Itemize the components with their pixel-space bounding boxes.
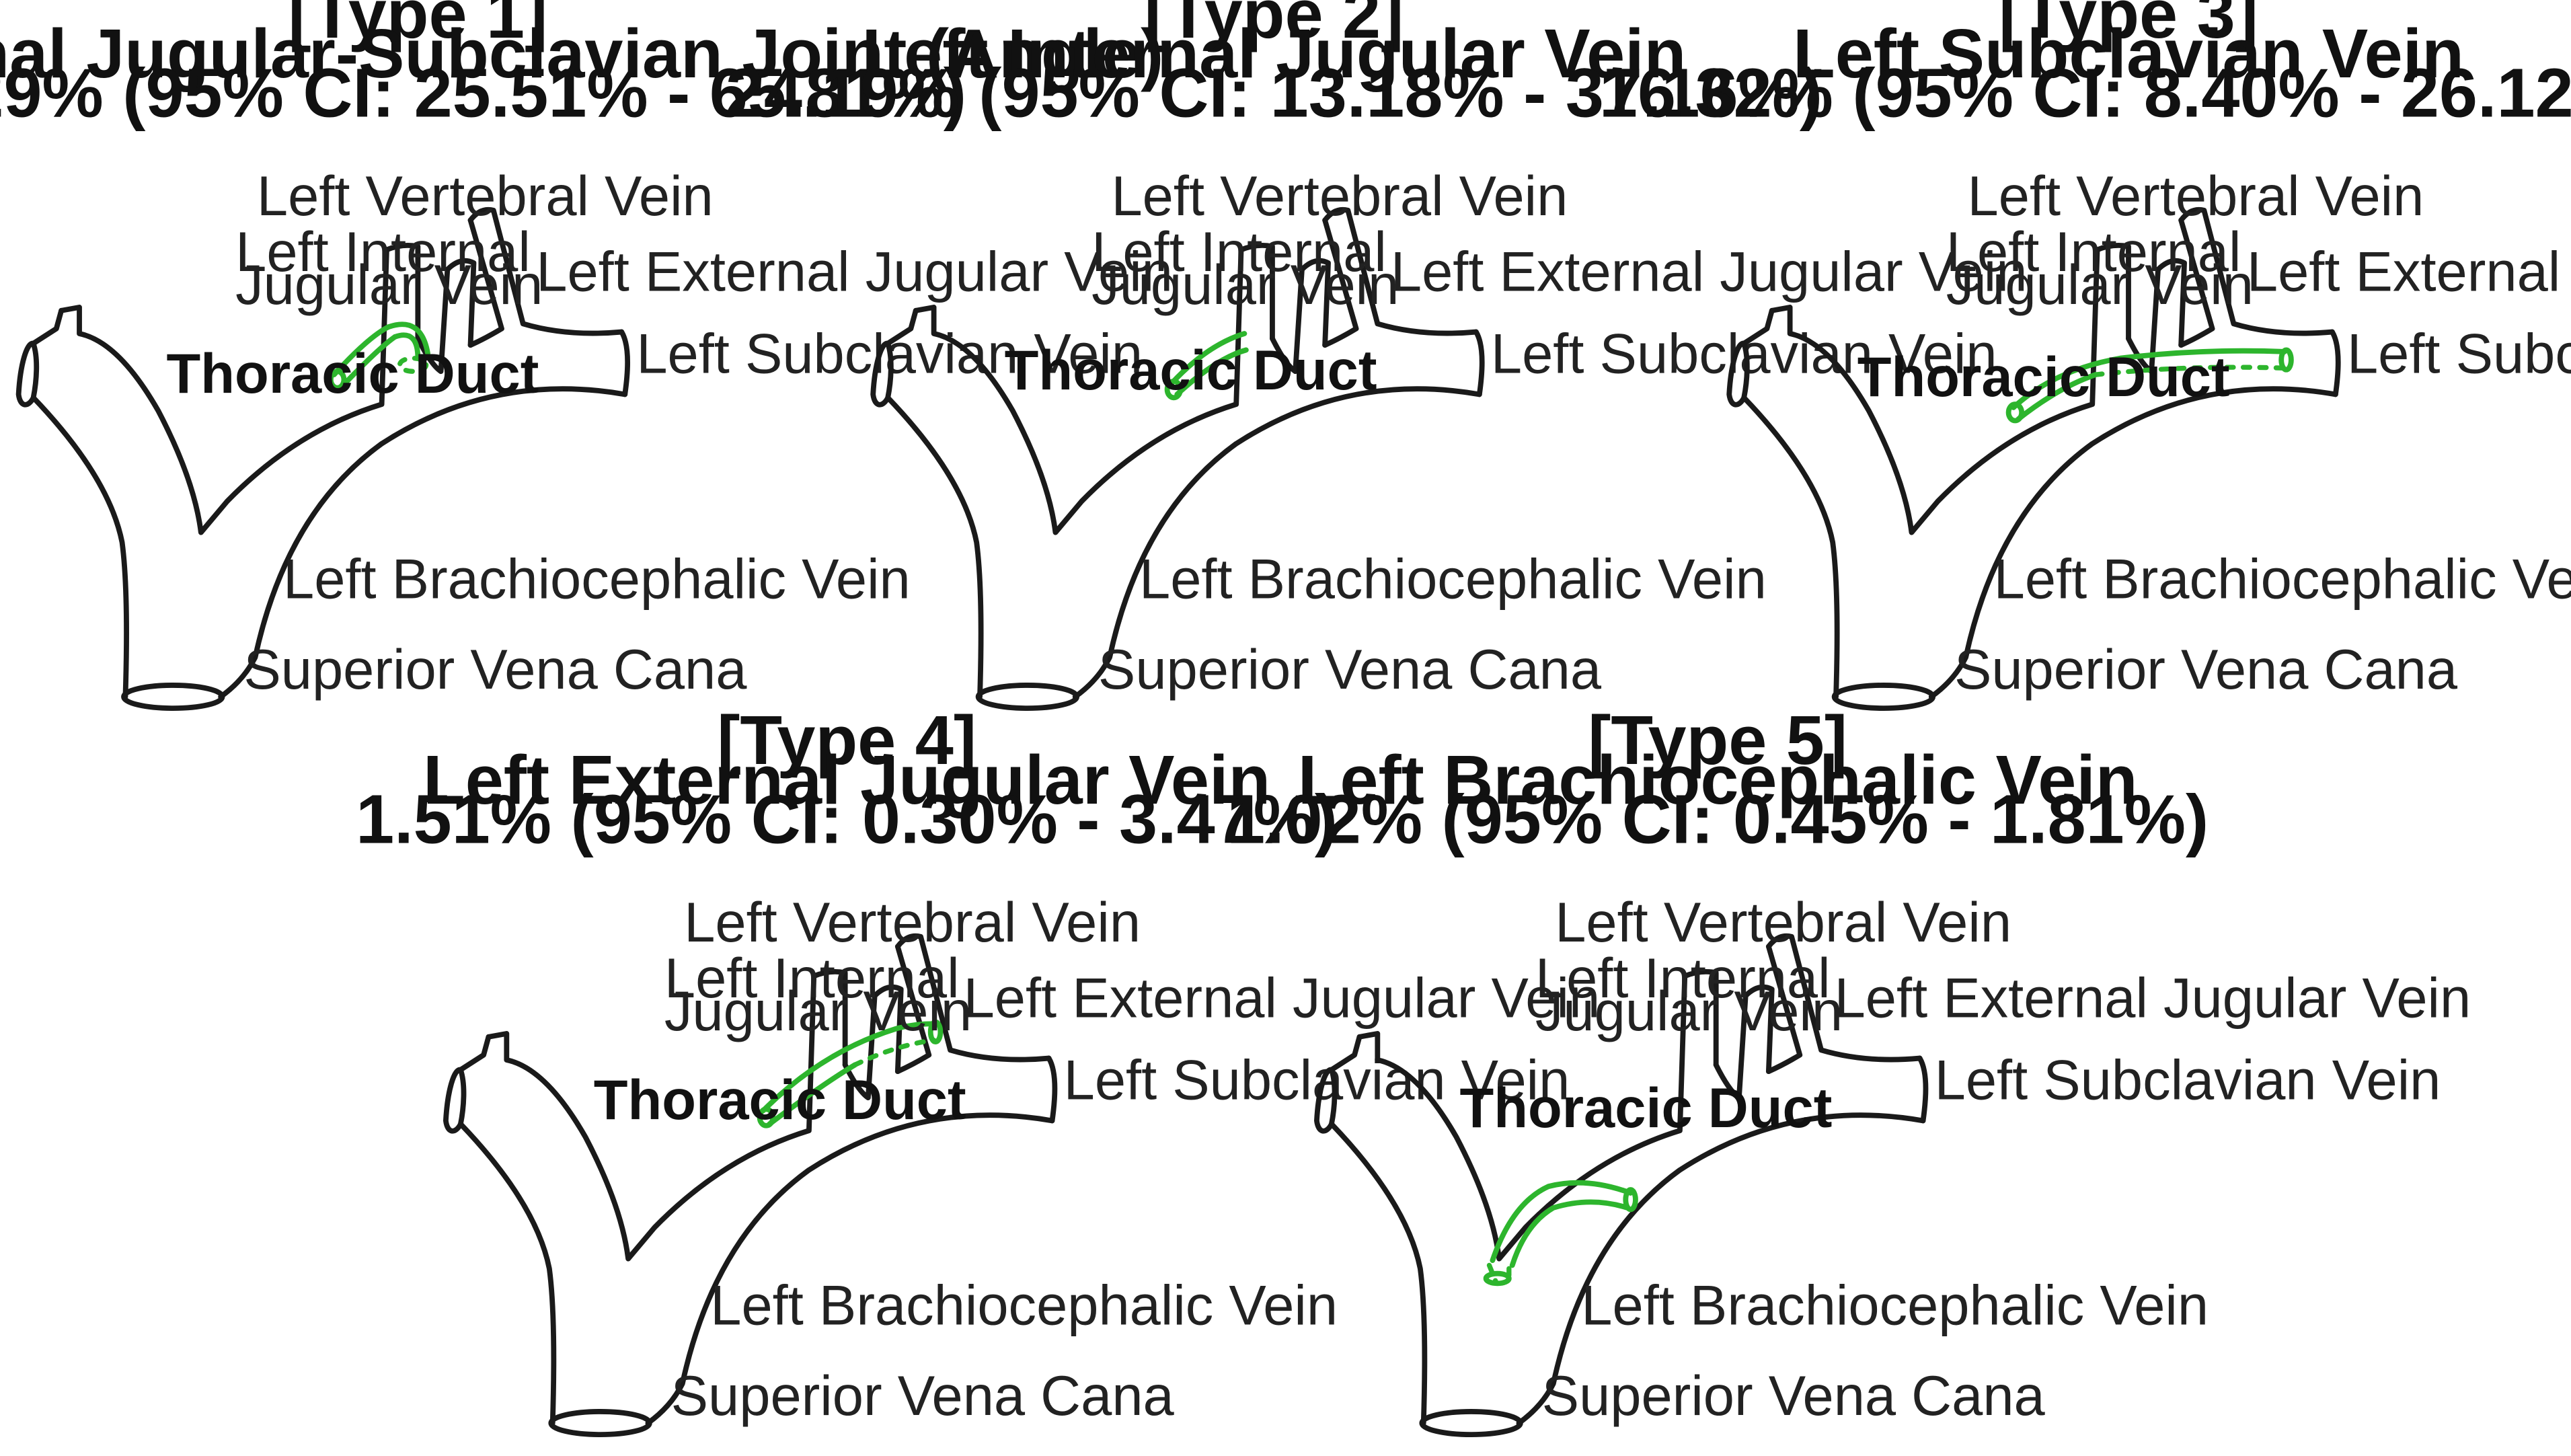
panel-type-label: [Type 1] [288,0,547,52]
label-subclavian: Left Subclavian Vein [1935,1049,2441,1112]
panel-statistic: 45.29% (95% CI: 25.51% - 65.81%) [0,54,966,131]
panel-type-label: [Type 5] [1588,701,1847,779]
panel-site-name: Left Brachiocephalic Vein [1298,741,2138,818]
panel-site-name: Left Subclavian Vein [1793,15,2464,92]
panel-type-3: [Type 3] Left Subclavian Vein 16.32% (95… [1599,0,2571,708]
panel-type-2: [Type 2] Left Internal Jugular Vein 24.1… [726,0,2028,708]
panel-type-label: [Type 2] [1144,0,1404,52]
label-vertebral: Left Vertebral Vein [257,165,714,227]
label-superior-vena-cava: Superior Vena Cana [1954,638,2458,701]
label-external-jugular: Left External Jugular Vein [536,240,1173,303]
label-internal-jugular-1: Left Internal [235,221,531,283]
label-internal-jugular-2: Jugular Vein [664,980,972,1042]
panel-statistic: 16.32% (95% CI: 8.40% - 26.12%) [1599,54,2571,131]
panel-type-4: [Type 4] Left External Jugular Vein 1.51… [356,701,1600,1434]
label-internal-jugular-1: Left Internal [664,947,960,1009]
label-internal-jugular-1: Left Internal [1946,221,2241,283]
label-vertebral: Left Vertebral Vein [1111,165,1568,227]
label-brachiocephalic: Left Brachiocephalic Vein [1581,1274,2209,1336]
label-thoracic-duct: Thoracic Duct [1005,339,1377,401]
label-superior-vena-cava: Superior Vena Cana [1542,1365,2046,1427]
label-thoracic-duct: Thoracic Duct [1460,1077,1833,1139]
label-brachiocephalic: Left Brachiocephalic Vein [710,1274,1338,1336]
label-internal-jugular-1: Left Internal [1091,221,1387,283]
label-superior-vena-cava: Superior Vena Cana [243,638,747,701]
label-thoracic-duct: Thoracic Duct [167,342,539,405]
label-vertebral: Left Vertebral Vein [684,891,1141,954]
panel-site-name: Left External Jugular Vein [423,741,1270,818]
label-brachiocephalic: Left Brachiocephalic Vein [1994,547,2571,610]
label-vertebral: Left Vertebral Vein [1968,165,2424,227]
label-external-jugular: Left External Jugular Vein [2247,240,2571,303]
label-external-jugular: Left External Jugular Vein [1391,240,2028,303]
panel-statistic: 1.51% (95% CI: 0.30% - 3.47%) [356,780,1338,857]
label-internal-jugular-2: Jugular Vein [1535,980,1843,1042]
panel-type-label: [Type 4] [717,701,976,779]
label-brachiocephalic: Left Brachiocephalic Vein [283,547,911,610]
panel-site-name: Left Internal Jugular Vein [861,15,1686,92]
panel-statistic: 24.19% (95% CI: 13.18% - 37.16%) [726,54,1822,131]
label-brachiocephalic: Left Brachiocephalic Vein [1139,547,1767,610]
label-vertebral: Left Vertebral Vein [1555,891,2011,954]
panel-type-5: [Type 5] Left Brachiocephalic Vein 1.02%… [1227,701,2471,1434]
label-internal-jugular-1: Left Internal [1535,947,1831,1009]
label-subclavian: Left Subclavian Vein [2347,323,2571,385]
label-internal-jugular-2: Jugular Vein [1091,254,1399,316]
label-external-jugular: Left External Jugular Vein [964,966,1601,1029]
panel-site-name: Left Internal Jugular-Subclavian Joint (… [0,15,1163,92]
label-superior-vena-cava: Superior Vena Cana [671,1365,1175,1427]
label-external-jugular: Left External Jugular Vein [1835,966,2471,1029]
label-thoracic-duct: Thoracic Duct [1857,346,2230,408]
label-thoracic-duct: Thoracic Duct [594,1069,966,1131]
label-superior-vena-cava: Superior Vena Cana [1098,638,1602,701]
label-internal-jugular-2: Jugular Vein [235,254,543,316]
label-internal-jugular-2: Jugular Vein [1946,254,2254,316]
panel-statistic: 1.02% (95% CI: 0.45% - 1.81%) [1227,780,2209,857]
panel-type-label: [Type 3] [1999,0,2258,52]
